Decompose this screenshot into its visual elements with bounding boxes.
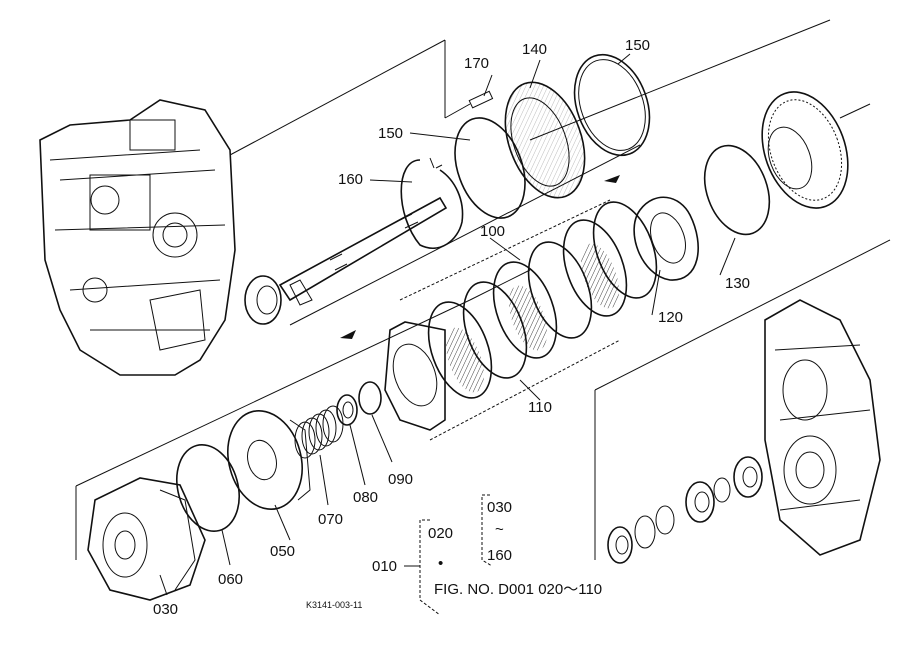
callout-160: 160 (338, 171, 363, 188)
legend-020: 020 (428, 525, 453, 542)
drawing-code: K3141-003-11 (306, 600, 362, 610)
part-140-pressure-plate (504, 81, 586, 199)
main-shaft (278, 196, 448, 306)
callout-060: 060 (218, 571, 243, 588)
callout-130: 130 (725, 275, 750, 292)
callout-120: 120 (658, 309, 683, 326)
callout-150-top: 150 (625, 37, 650, 54)
assembly-legend: 010 020 • 030 ~ 160 FIG. NO. D001 020～11… (372, 494, 602, 616)
part-030-clutch-drum (87, 477, 206, 601)
flow-arrow-lower (340, 330, 356, 339)
callout-030: 030 (153, 601, 178, 618)
part-050-piston (227, 410, 311, 510)
part-160-snap-ring (400, 157, 464, 249)
legend-tilde: ~ (495, 521, 504, 538)
clutch-pack-plates (384, 199, 658, 441)
leader-lines (159, 53, 736, 596)
part-080-washer (336, 394, 358, 426)
lower-right-small-parts (607, 456, 763, 564)
callout-150-mid: 150 (378, 125, 403, 142)
part-130-ring (703, 144, 771, 236)
callout-070: 070 (318, 511, 343, 528)
shaft-bearing (244, 275, 282, 325)
part-060-ring (176, 443, 240, 533)
legend-dot: • (438, 555, 443, 572)
part-170-pin (468, 90, 494, 109)
part-120-plate (633, 196, 699, 281)
transmission-case-housing (39, 99, 236, 376)
drive-gear (761, 91, 871, 209)
callout-140: 140 (522, 41, 547, 58)
part-150-ring-top (573, 53, 651, 157)
callout-170: 170 (464, 55, 489, 72)
part-090-snap-ring (358, 381, 382, 415)
callout-050: 050 (270, 543, 295, 560)
legend-fig-ref: FIG. NO. D001 020～110 (434, 581, 602, 598)
part-070-spring (294, 405, 344, 459)
legend-assembly-010: 010 (372, 558, 397, 575)
callout-080: 080 (353, 489, 378, 506)
callout-100: 100 (480, 223, 505, 240)
legend-160: 160 (487, 547, 512, 564)
flow-arrow-upper (604, 175, 620, 183)
callout-090: 090 (388, 471, 413, 488)
transmission-cover-housing (764, 299, 881, 556)
legend-030: 030 (487, 499, 512, 516)
callout-110: 110 (528, 399, 552, 416)
